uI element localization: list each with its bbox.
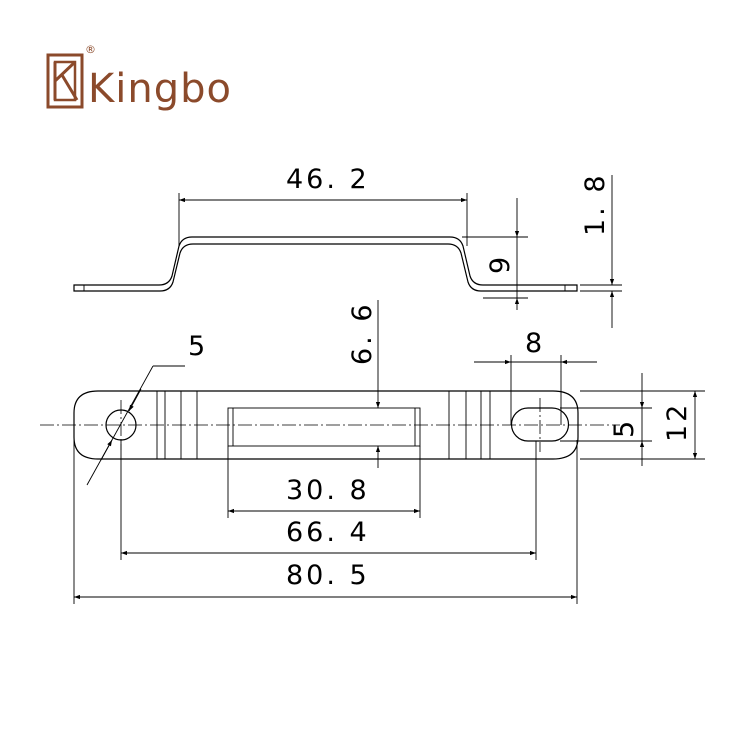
dim-overall-length-label: 80. 5 bbox=[286, 560, 370, 591]
dim-recess-width-label: 6. 6 bbox=[347, 301, 378, 365]
dim-hole-diameter: 5 bbox=[86, 331, 208, 486]
kingbo-logo: Kingbo ® bbox=[46, 43, 232, 112]
dim-hole-spacing-label: 66. 4 bbox=[286, 517, 370, 548]
plan-view bbox=[40, 390, 620, 460]
dim-slot-width: 5 bbox=[560, 373, 652, 466]
dim-height: 9 bbox=[462, 198, 528, 310]
dim-hole-spacing: 66. 4 bbox=[120, 440, 537, 560]
dim-recess-width: 6. 6 bbox=[347, 300, 381, 468]
dim-slot-length-label: 8 bbox=[525, 328, 545, 359]
registered-mark: ® bbox=[85, 43, 96, 56]
dim-hole-diameter-label: 5 bbox=[188, 331, 208, 362]
dim-height-label: 9 bbox=[485, 254, 516, 274]
dim-slot-width-label: 5 bbox=[609, 418, 640, 438]
dim-overall-length: 80. 5 bbox=[73, 440, 578, 604]
dim-slot-length: 8 bbox=[474, 328, 597, 425]
dim-thickness-label: 1. 8 bbox=[580, 172, 611, 236]
dim-recess-length-label: 30. 8 bbox=[286, 475, 370, 506]
logo-mark-icon bbox=[46, 53, 84, 109]
brand-name: Kingbo bbox=[88, 66, 232, 112]
dim-top-length: 46. 2 bbox=[178, 164, 468, 246]
dim-recess-length: 30. 8 bbox=[227, 446, 421, 518]
side-view bbox=[73, 236, 578, 292]
dim-body-width: 12 bbox=[580, 390, 705, 460]
dim-thickness: 1. 8 bbox=[580, 172, 622, 328]
dim-body-width-label: 12 bbox=[662, 402, 693, 442]
dim-top-length-label: 46. 2 bbox=[286, 164, 370, 195]
